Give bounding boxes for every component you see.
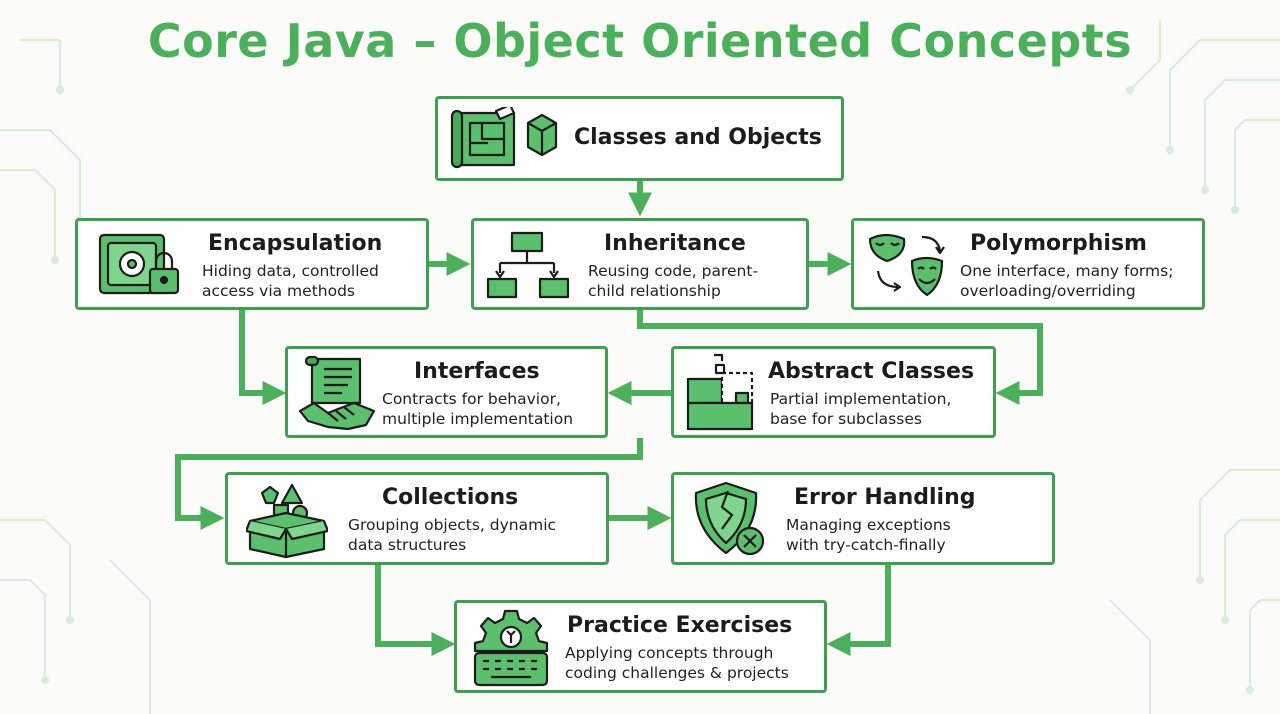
node-desc-line2: base for subclasses (770, 410, 922, 428)
blocks-icon (686, 353, 754, 431)
arrow-encapsulation-to-interfaces (239, 310, 287, 405)
node-title: Inheritance (604, 231, 746, 256)
node-title: Encapsulation (208, 231, 383, 256)
node-desc-line2: child relationship (588, 282, 721, 300)
node-desc-line1: Hiding data, controlled (202, 262, 379, 280)
node-abstract-classes: Abstract Classes Partial implementation,… (671, 346, 996, 438)
node-title: Practice Exercises (567, 613, 793, 638)
node-desc-line1: Grouping objects, dynamic (348, 516, 557, 534)
node-title: Collections (382, 485, 519, 510)
node-desc-line1: Managing exceptions (786, 516, 951, 534)
node-error-handling: Error Handling Managing exceptions with … (671, 472, 1055, 565)
arrow-interfaces-to-collections (175, 438, 643, 530)
node-desc-line1: Reusing code, parent- (588, 262, 759, 280)
arrow-error-to-practice (826, 565, 891, 656)
node-desc-line2: data structures (348, 536, 467, 554)
arrow-inheritance-to-abstract (637, 310, 1043, 405)
node-polymorphism: Polymorphism One interface, many forms; … (851, 218, 1205, 310)
node-title: Abstract Classes (768, 359, 975, 384)
node-desc-line2: access via methods (202, 282, 355, 300)
node-desc-line2: overloading/overriding (960, 282, 1136, 300)
blueprint-cube-icon (450, 107, 558, 169)
node-encapsulation: Encapsulation Hiding data, controlled ac… (75, 218, 429, 310)
masks-icon (868, 233, 945, 297)
node-title: Polymorphism (970, 231, 1147, 256)
broken-shield-icon (694, 481, 765, 556)
node-classes-and-objects: Classes and Objects (435, 96, 844, 181)
node-desc-line1: Partial implementation, (770, 390, 952, 408)
node-title: Classes and Objects (574, 125, 822, 150)
node-interfaces: Interfaces Contracts for behavior, multi… (285, 346, 608, 438)
node-practice-exercises: Practice Exercises Applying concepts thr… (454, 600, 827, 693)
node-inheritance: Inheritance Reusing code, parent- child … (471, 218, 809, 310)
box-shapes-icon (246, 483, 328, 559)
node-desc-line2: with try-catch-finally (786, 536, 946, 554)
arrow-collections-to-practice (375, 565, 456, 656)
contract-handshake-icon (298, 355, 376, 431)
hierarchy-icon (486, 231, 570, 299)
node-desc-line2: multiple implementation (382, 410, 574, 428)
node-title: Error Handling (794, 485, 976, 510)
node-desc-line1: One interface, many forms; (960, 262, 1174, 280)
gear-keyboard-icon (473, 609, 549, 687)
diagram-title: Core Java – Object Oriented Concepts (147, 14, 1133, 68)
node-desc-line1: Applying concepts through (565, 644, 774, 662)
node-collections: Collections Grouping objects, dynamic da… (225, 472, 609, 565)
safe-lock-icon (98, 233, 180, 295)
node-title: Interfaces (414, 359, 540, 384)
node-desc-line2: coding challenges & projects (565, 664, 789, 682)
node-desc-line1: Contracts for behavior, (382, 390, 561, 408)
